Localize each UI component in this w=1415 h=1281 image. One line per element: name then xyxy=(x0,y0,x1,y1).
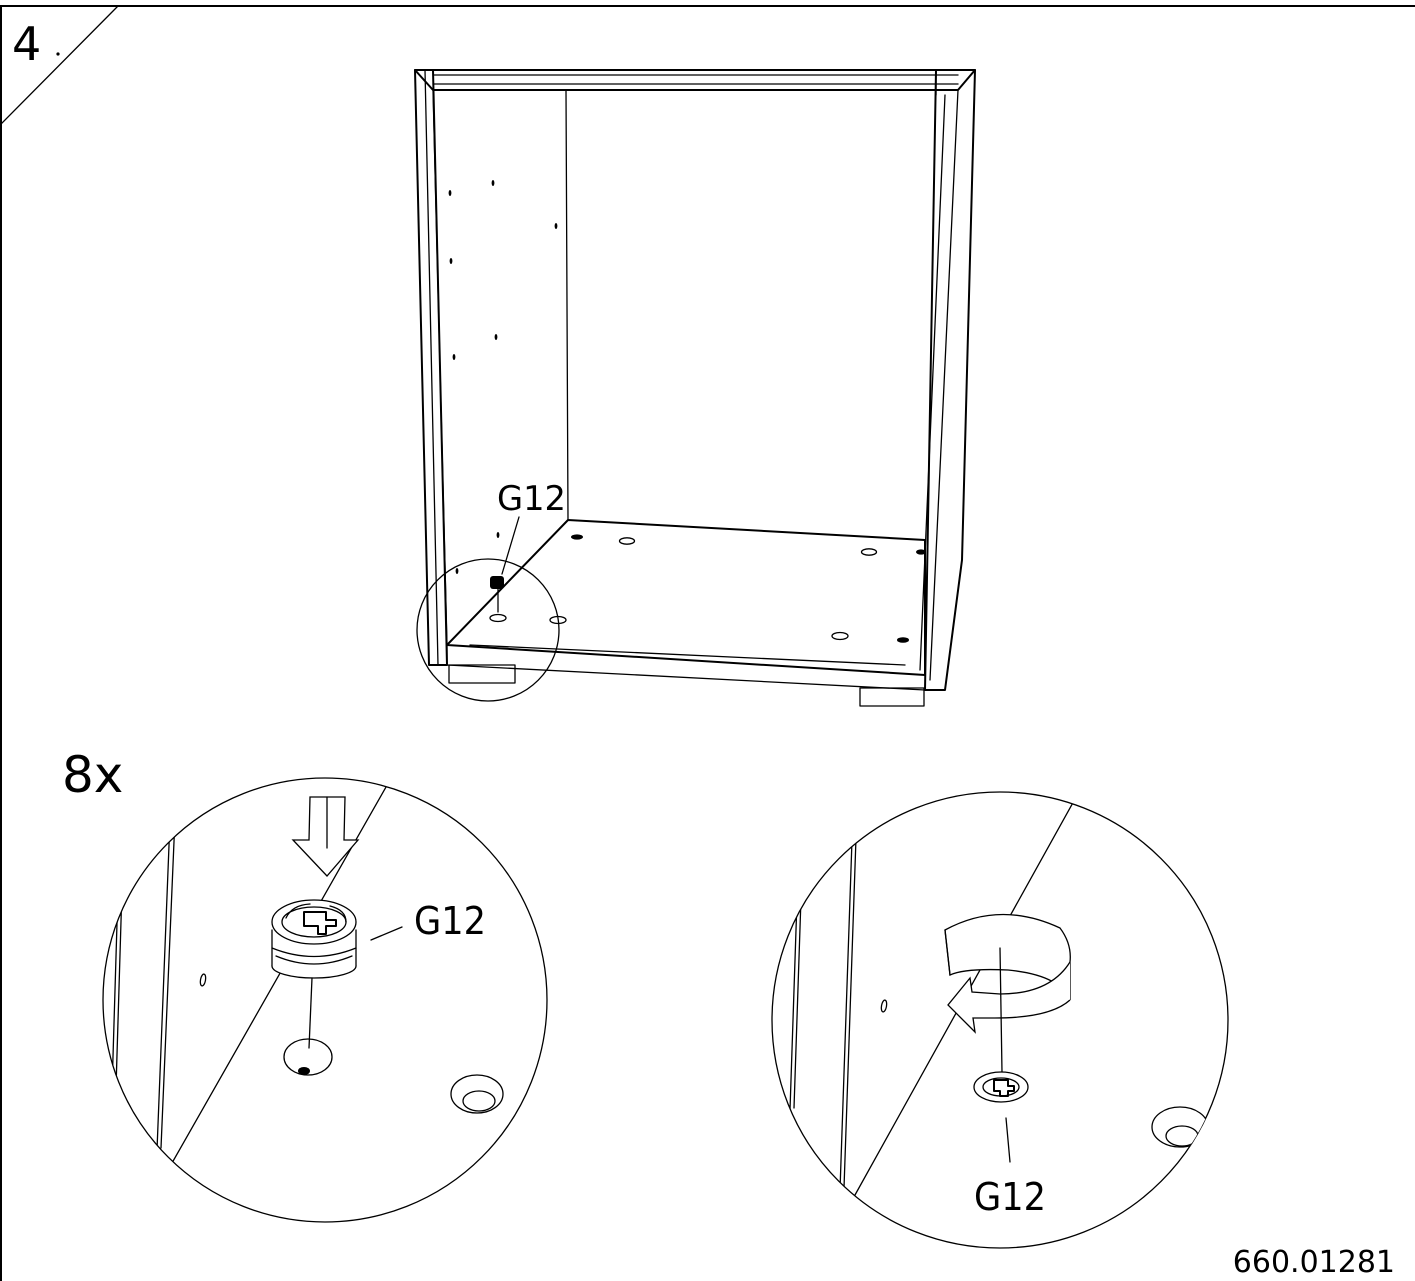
cabinet-foot-left xyxy=(448,664,516,684)
cabinet-bottom-panel xyxy=(446,519,926,676)
quantity-label: 8x xyxy=(62,746,123,804)
overview-label-leader xyxy=(501,516,520,575)
detail-insert-view xyxy=(102,777,548,1223)
cabinet-foot-right xyxy=(859,687,925,707)
rotate-label-leader xyxy=(1005,1117,1011,1163)
side-panel-holes xyxy=(448,180,558,574)
insert-label-leader xyxy=(370,926,403,941)
step-number: 4 xyxy=(12,17,41,71)
cabinet-overview xyxy=(414,69,976,707)
insert-part-label: G12 xyxy=(414,899,486,943)
overview-part-label: G12 xyxy=(497,479,566,519)
detail-circle-marker xyxy=(416,558,560,702)
step-number-dot xyxy=(56,52,60,56)
detail-rotate-view xyxy=(771,791,1229,1249)
bottom-panel-holes xyxy=(489,534,926,643)
push-down-arrow xyxy=(291,796,360,877)
page-border xyxy=(0,5,1415,1281)
detail-insert-circle xyxy=(102,777,548,1223)
document-code: 660.01281 xyxy=(1233,1245,1395,1280)
cabinet-top-rail xyxy=(414,69,976,91)
cam-fitting-seated-icon xyxy=(973,1071,1029,1103)
cam-fitting-mini xyxy=(490,576,504,613)
detail-rotate-circle xyxy=(771,791,1229,1249)
cabinet-right-panel xyxy=(924,69,976,691)
rotate-part-label: G12 xyxy=(974,1175,1046,1219)
cam-fitting-icon xyxy=(271,899,357,1049)
rotate-clockwise-arrow xyxy=(944,913,1071,1034)
